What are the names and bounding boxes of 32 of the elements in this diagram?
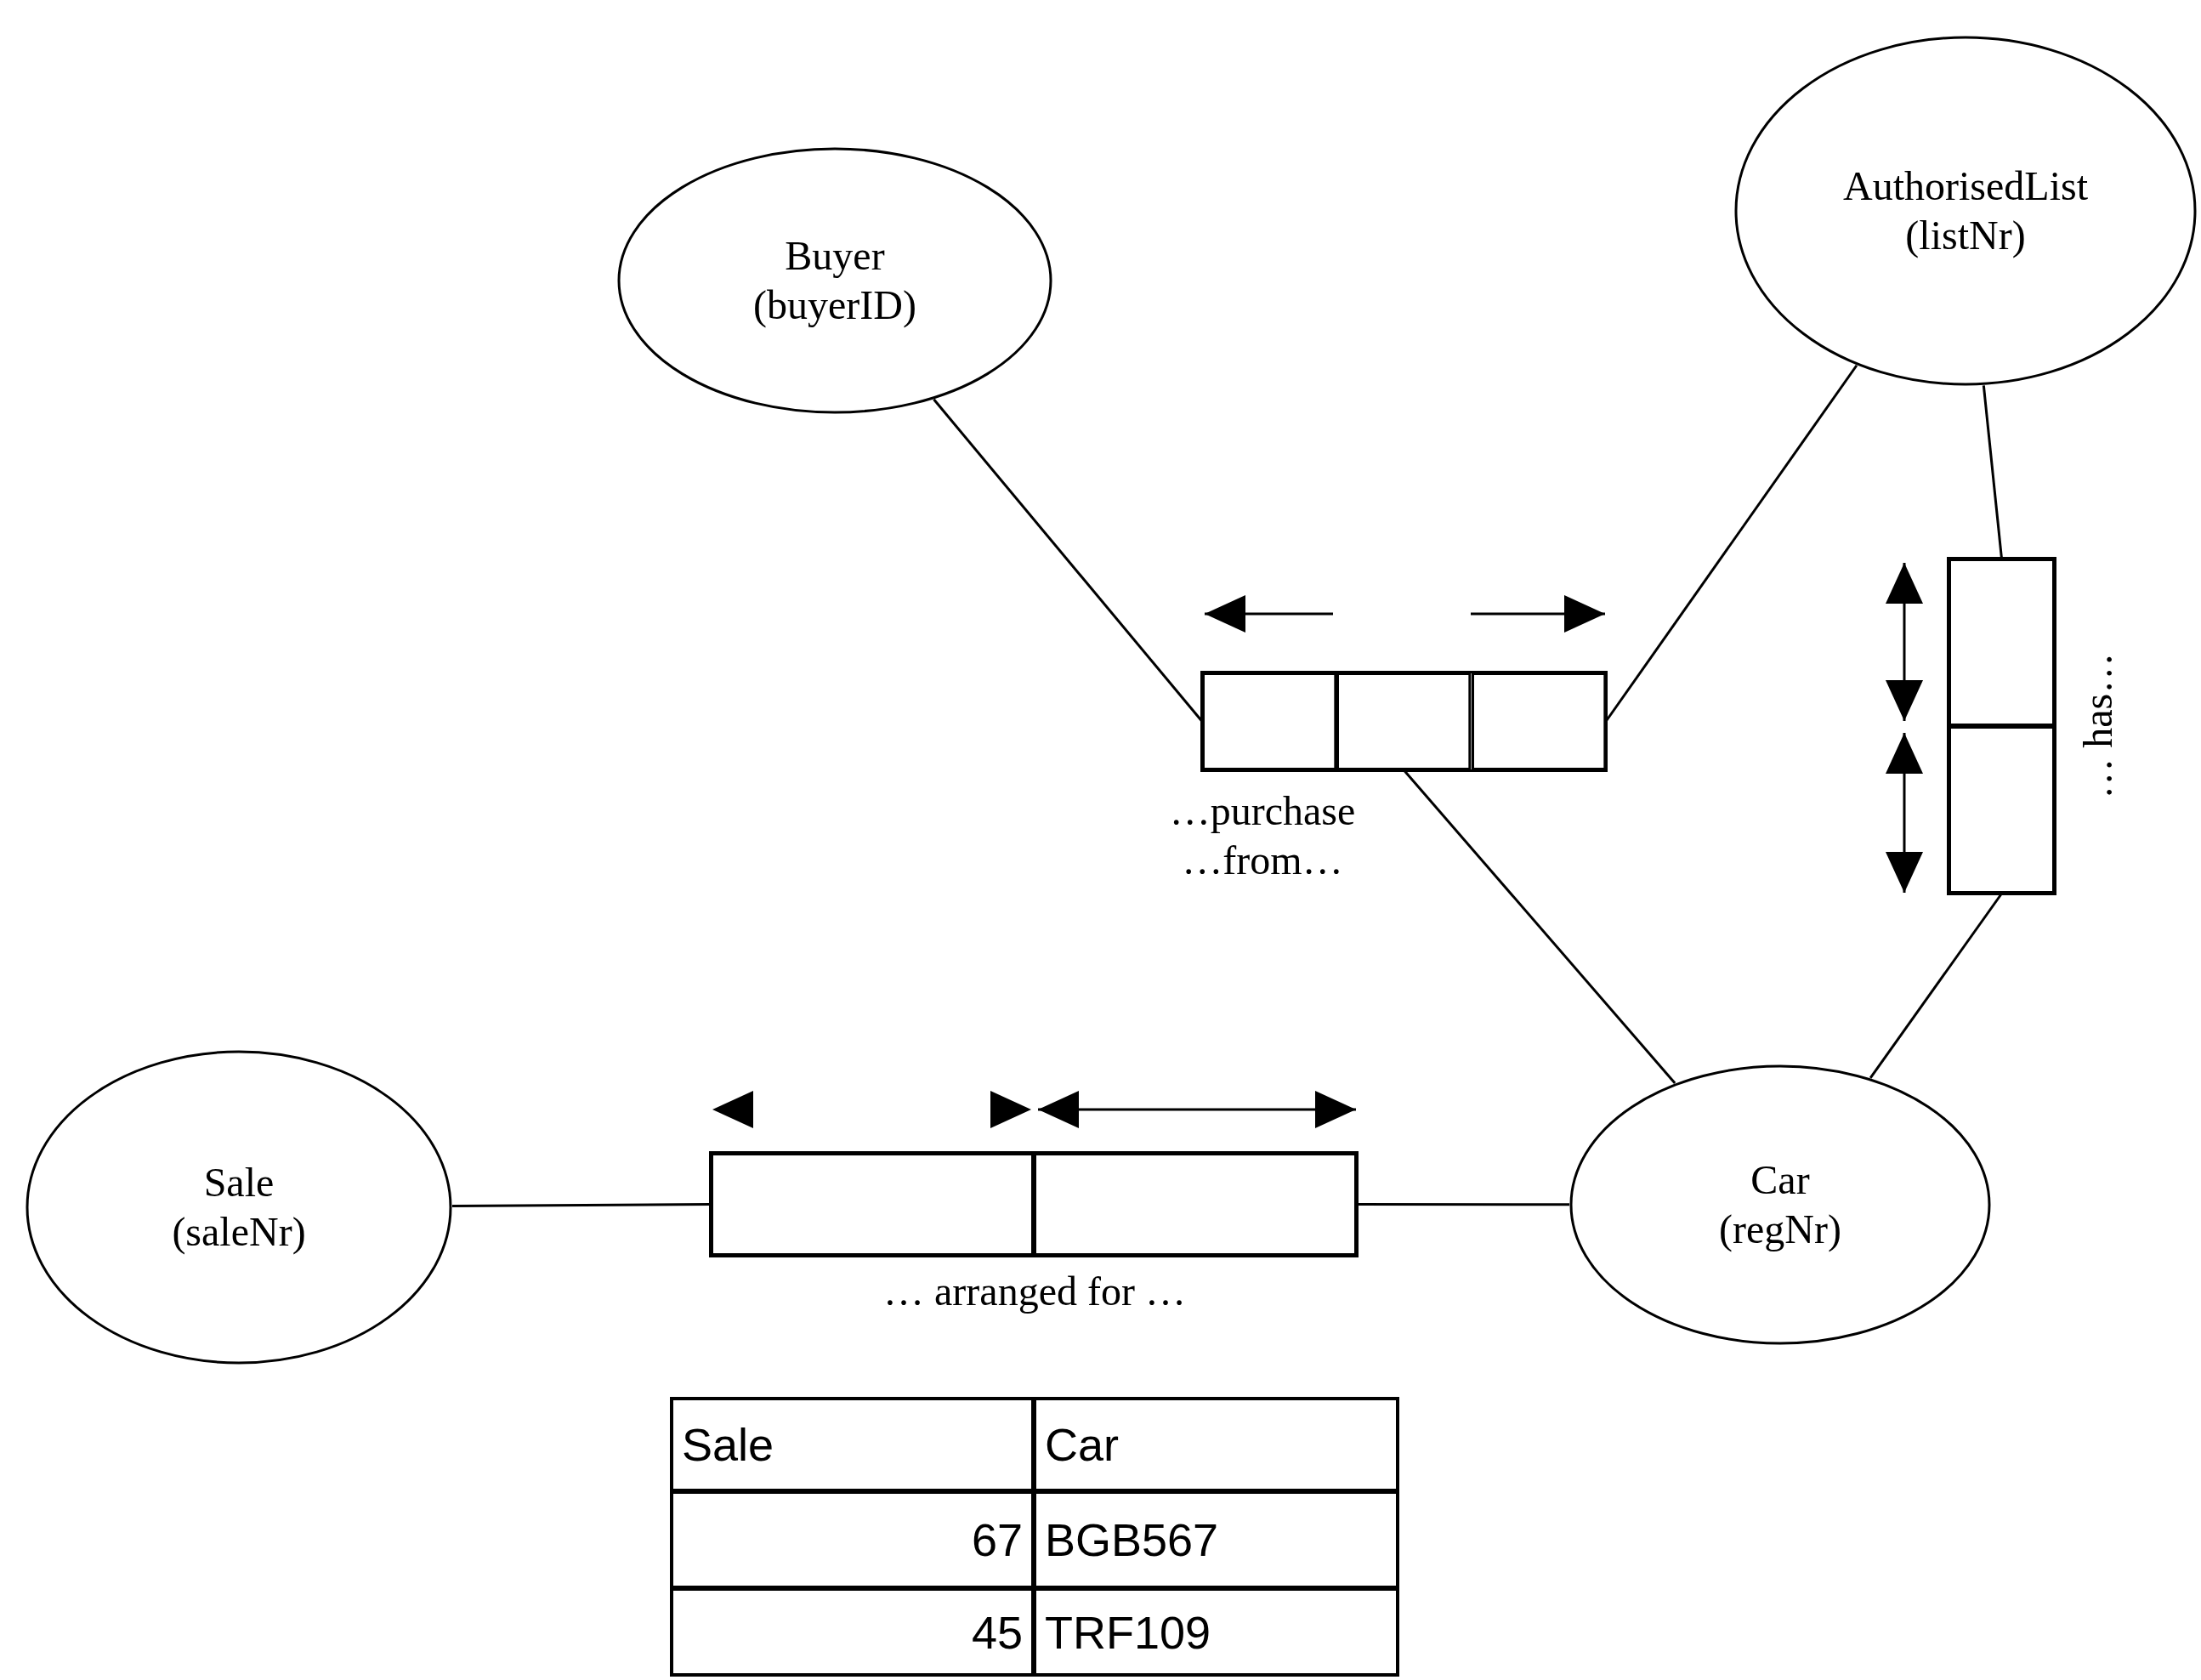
connector-line [452,1203,711,1207]
role-box [711,1153,1034,1256]
table-cell: BGB567 [1033,1490,1399,1589]
fact-type-box [1200,671,1608,772]
role-box [1471,673,1606,770]
fact-type-reading: …purchase …from… [1168,787,1357,884]
table-cell: 67 [670,1490,1035,1589]
table-cell: Car [1033,1397,1399,1492]
fact-type-reading: … has… [2074,651,2122,801]
connector-line [1403,769,1676,1084]
entity-label: Sale (saleNr) [171,1159,307,1257]
fact-type-box [709,1151,1359,1257]
entity-label: Car (regNr) [1718,1156,1842,1254]
role-box [1034,1153,1357,1256]
table-cell: Sale [670,1397,1035,1492]
fact-type-reading: … arranged for … [882,1268,1187,1315]
entity-label: Buyer (buyerID) [752,232,917,330]
entity-ellipse [26,1050,452,1365]
entity-ellipse [1569,1064,1991,1345]
connector-line [1982,385,2003,559]
table-cell: TRF109 [1033,1587,1399,1677]
connector-line [1357,1203,1569,1206]
role-box [1202,673,1337,770]
table-cell: 45 [670,1587,1035,1677]
role-box [1336,673,1472,770]
entity-label: AuthorisedList (listNr) [1842,162,2089,260]
role-box [1949,559,2055,726]
entity-ellipse [617,147,1052,414]
fact-type-box [1947,557,2056,895]
role-box [1949,726,2055,894]
entity-ellipse [1734,36,2197,386]
connector-line [1869,893,2003,1079]
